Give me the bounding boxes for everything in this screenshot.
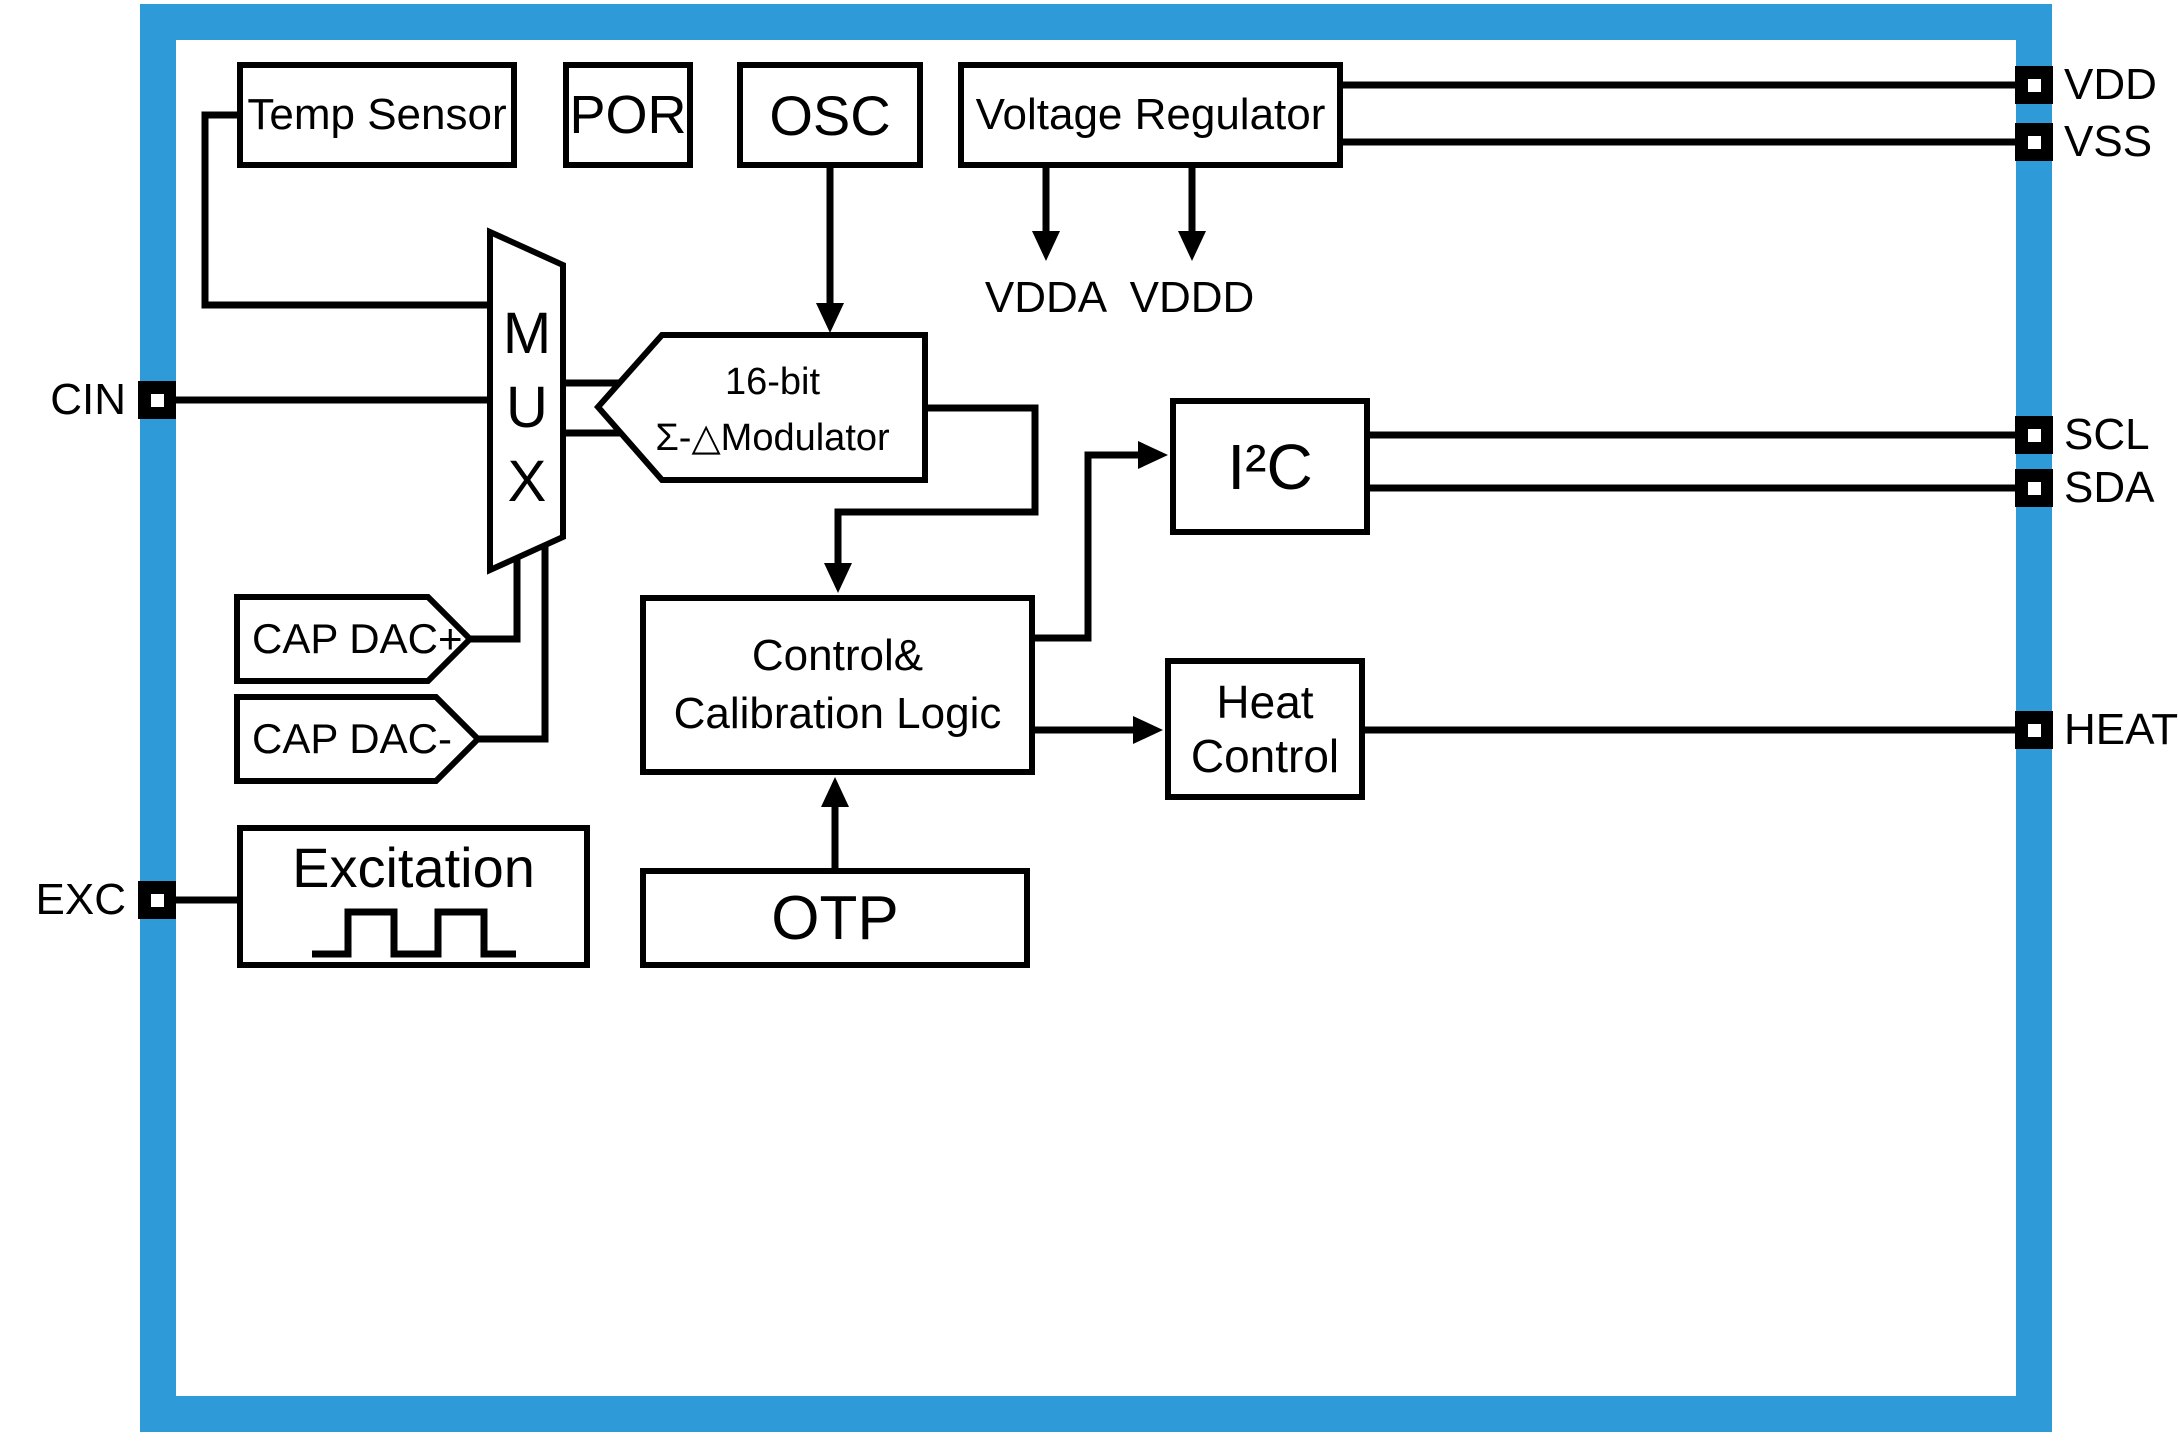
- modulator-label: 16-bit Σ-△Modulator: [625, 352, 920, 468]
- arrow-control-heatcontrol: [1133, 716, 1163, 744]
- square-wave-icon: [311, 908, 516, 958]
- pin-heat-label: HEAT: [2064, 705, 2178, 754]
- wire-capdacplus-mux: [468, 556, 521, 643]
- pin-hole: [2027, 135, 2041, 149]
- vdda-rail-label: VDDA: [984, 273, 1108, 322]
- arrow-modulator-control: [824, 563, 852, 593]
- pin-cin-pad: [138, 381, 176, 419]
- block-osc: OSC: [737, 62, 923, 168]
- wire-modulator-control: [834, 404, 1039, 570]
- wire-capdacminus-mux: [476, 544, 549, 743]
- arrow-vr-vddd: [1178, 231, 1206, 261]
- voltage-regulator-label: Voltage Regulator: [975, 90, 1326, 139]
- control-logic-line1: Control&: [751, 631, 924, 680]
- mux-label: MUX: [502, 301, 552, 514]
- pin-hole: [2027, 481, 2041, 495]
- osc-label: OSC: [769, 83, 891, 147]
- pin-exc-pad: [138, 881, 176, 919]
- pin-vdd-pad: [2015, 66, 2053, 104]
- pin-sda-label: SDA: [2064, 463, 2155, 512]
- arrow-control-i2c: [1138, 441, 1168, 469]
- pin-heat-pad: [2015, 711, 2053, 749]
- temp-sensor-label: Temp Sensor: [247, 90, 507, 139]
- pin-hole: [2027, 723, 2041, 737]
- block-voltage-regulator: Voltage Regulator: [958, 62, 1343, 168]
- block-heat-control: Heat Control: [1165, 658, 1365, 800]
- pin-hole: [2027, 78, 2041, 92]
- heat-control-line1: Heat: [1216, 676, 1314, 728]
- mux-shape: [487, 227, 566, 575]
- modulator-line1: 16-bit: [724, 361, 821, 403]
- control-logic-line2: Calibration Logic: [673, 689, 1002, 738]
- cap-dac-plus-label: CAP DAC+: [252, 615, 463, 662]
- pin-hole: [2027, 428, 2041, 442]
- pin-vdd-label: VDD: [2064, 60, 2157, 109]
- pin-vss-label: VSS: [2064, 117, 2153, 166]
- wire-control-i2c: [1035, 451, 1145, 642]
- arrow-osc-modulator: [816, 303, 844, 333]
- pin-sda-pad: [2015, 469, 2053, 507]
- pin-hole: [150, 893, 164, 907]
- cap-dac-minus-label: CAP DAC-: [252, 715, 452, 762]
- block-i2c: I²C: [1170, 398, 1370, 535]
- vddd-rail-label: VDDD: [1129, 273, 1255, 322]
- pin-vss-pad: [2015, 123, 2053, 161]
- excitation-label: Excitation: [292, 836, 535, 899]
- pin-scl-pad: [2015, 416, 2053, 454]
- arrow-vr-vdda: [1032, 231, 1060, 261]
- block-otp: OTP: [640, 868, 1030, 968]
- block-excitation: Excitation: [237, 825, 590, 968]
- por-label: POR: [569, 85, 687, 145]
- cap-dac-plus-shape: [234, 594, 475, 684]
- pin-cin-label: CIN: [50, 375, 126, 424]
- otp-label: OTP: [771, 883, 899, 953]
- pin-scl-label: SCL: [2064, 410, 2150, 459]
- modulator-line2: Σ-△Modulator: [655, 417, 890, 459]
- i2c-label: I²C: [1227, 430, 1313, 503]
- block-control-calibration-logic: Control& Calibration Logic: [640, 595, 1035, 775]
- heat-control-line2: Control: [1190, 730, 1340, 782]
- cap-dac-minus-shape: [234, 694, 483, 784]
- block-temp-sensor: Temp Sensor: [237, 62, 517, 168]
- arrow-otp-control: [821, 777, 849, 807]
- pin-hole: [150, 393, 164, 407]
- block-por: POR: [563, 62, 693, 168]
- pin-exc-label: EXC: [35, 875, 126, 924]
- modulator-shape: [593, 332, 928, 483]
- wire-tempsensor-mux: [201, 111, 492, 309]
